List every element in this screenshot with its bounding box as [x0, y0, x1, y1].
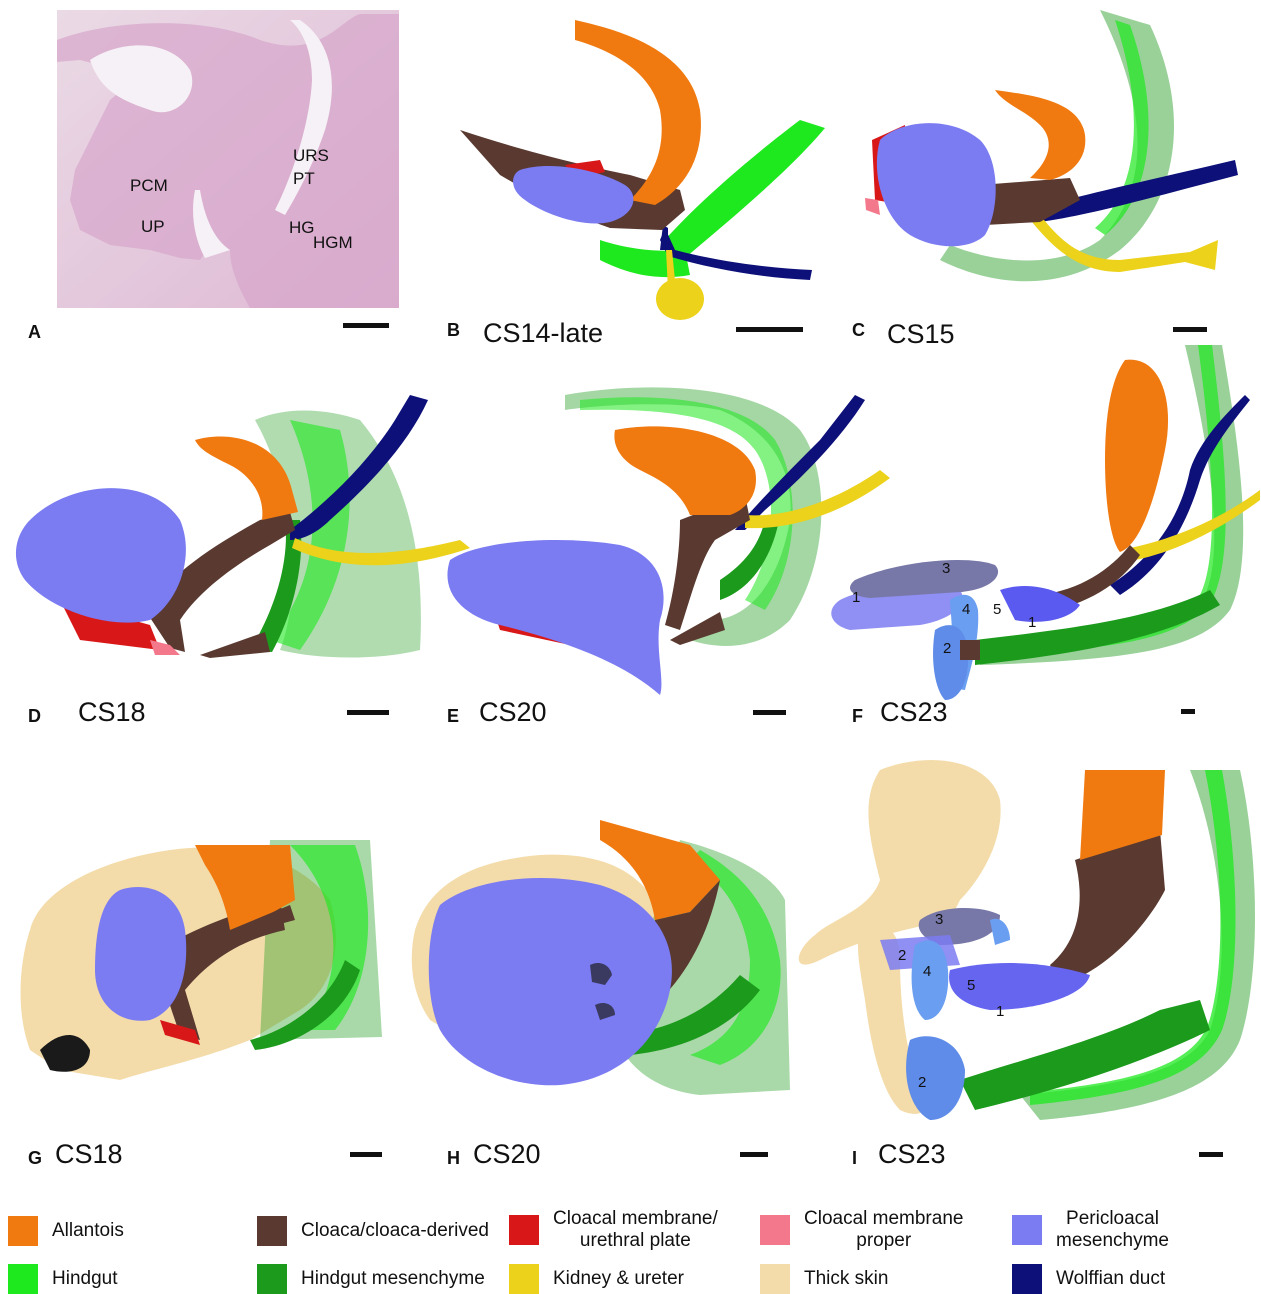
- panel-letter-g: G: [28, 1148, 42, 1168]
- scale-bar-a: [343, 323, 389, 328]
- legend-item-allantois: Allantois: [8, 1216, 124, 1246]
- stage-label-d: CS18: [78, 697, 146, 727]
- legend-label: Hindgut mesenchyme: [301, 1268, 485, 1290]
- mesenchyme-number-1-left: 1: [852, 589, 860, 606]
- panel-h-model: H CS20: [412, 820, 790, 1169]
- label-pcm: PCM: [130, 176, 168, 195]
- panel-letter-d: D: [28, 706, 41, 726]
- stage-label-i: CS23: [878, 1139, 946, 1169]
- stage-label-h: CS20: [473, 1139, 541, 1169]
- label-pt: PT: [293, 169, 315, 188]
- mesenchyme-number-4: 4: [962, 601, 970, 618]
- legend-swatch: [1012, 1264, 1042, 1294]
- stage-label-g: CS18: [55, 1139, 123, 1169]
- legend-label: Hindgut: [52, 1268, 118, 1290]
- mesenchyme-number-5-i: 5: [967, 977, 975, 994]
- legend-label: Kidney & ureter: [553, 1268, 684, 1290]
- legend-label: Thick skin: [804, 1268, 888, 1290]
- legend-label: Cloaca/cloaca-derived: [301, 1220, 489, 1242]
- scale-bar-f: [1181, 709, 1195, 714]
- legend-item-pericloacal-mesenchyme: Pericloacal mesenchyme: [1012, 1208, 1169, 1252]
- panel-g-model: G CS18: [21, 840, 382, 1169]
- panel-e-model: E CS20: [447, 387, 890, 727]
- legend-label: Cloacal membrane/ urethral plate: [553, 1208, 718, 1252]
- mesenchyme-number-2-top-i: 2: [898, 947, 906, 964]
- panel-letter-f: F: [852, 706, 863, 726]
- panel-letter-e: E: [447, 706, 459, 726]
- mesenchyme-number-2: 2: [943, 640, 951, 657]
- legend-swatch: [1012, 1215, 1042, 1245]
- stage-label-f: CS23: [880, 697, 948, 727]
- legend-item-kidney-ureter: Kidney & ureter: [509, 1264, 684, 1294]
- mesenchyme-number-3: 3: [942, 560, 950, 577]
- label-hg: HG: [289, 218, 315, 237]
- panel-letter-c: C: [852, 320, 865, 340]
- legend-swatch: [760, 1264, 790, 1294]
- stage-label-e: CS20: [479, 697, 547, 727]
- scale-bar-h: [740, 1152, 768, 1157]
- mesenchyme-number-5: 5: [993, 601, 1001, 618]
- panel-a-histology: PCM UP URS PT HG HGM A: [28, 10, 399, 342]
- legend-item-cloaca: Cloaca/cloaca-derived: [257, 1216, 489, 1246]
- label-hgm: HGM: [313, 233, 353, 252]
- panel-b-model: B CS14-late: [447, 20, 825, 348]
- legend-label: Wolffian duct: [1056, 1268, 1165, 1290]
- color-legend: Allantois Cloaca/cloaca-derived Cloacal …: [0, 1208, 1261, 1294]
- panel-c-model: C CS15: [852, 10, 1238, 349]
- scale-bar-d: [347, 710, 389, 715]
- legend-swatch: [8, 1264, 38, 1294]
- legend-item-cloacal-membrane-urethral-plate: Cloacal membrane/ urethral plate: [509, 1208, 718, 1252]
- panel-f-model: 1 3 4 5 1 2 F CS23: [831, 345, 1260, 727]
- mesenchyme-number-1-right: 1: [1028, 614, 1036, 631]
- panel-d-model: D CS18: [16, 395, 470, 727]
- scale-bar-i: [1199, 1152, 1223, 1157]
- mesenchyme-number-1-i: 1: [996, 1003, 1004, 1020]
- scale-bar-c: [1173, 327, 1207, 332]
- panel-letter-h: H: [447, 1148, 460, 1168]
- legend-item-thick-skin: Thick skin: [760, 1264, 888, 1294]
- mesenchyme-number-2-bottom-i: 2: [918, 1074, 926, 1091]
- panel-i-model: 3 2 4 5 1 2 I CS23: [799, 760, 1255, 1169]
- stage-label-c: CS15: [887, 319, 955, 349]
- mesenchyme-number-4-i: 4: [923, 963, 931, 980]
- legend-swatch: [760, 1215, 790, 1245]
- legend-swatch: [8, 1216, 38, 1246]
- legend-swatch: [257, 1264, 287, 1294]
- legend-swatch: [257, 1216, 287, 1246]
- legend-item-wolffian-duct: Wolffian duct: [1012, 1264, 1165, 1294]
- legend-label: Pericloacal mesenchyme: [1056, 1208, 1169, 1252]
- legend-item-cloacal-membrane-proper: Cloacal membrane proper: [760, 1208, 963, 1252]
- legend-swatch: [509, 1264, 539, 1294]
- legend-swatch: [509, 1215, 539, 1245]
- scale-bar-b: [736, 327, 803, 332]
- legend-item-hindgut-mesenchyme: Hindgut mesenchyme: [257, 1264, 485, 1294]
- mesenchyme-number-3-i: 3: [935, 911, 943, 928]
- scale-bar-e: [753, 710, 786, 715]
- legend-item-hindgut: Hindgut: [8, 1264, 118, 1294]
- stage-label-b: CS14-late: [483, 318, 603, 348]
- panel-letter-b: B: [447, 320, 460, 340]
- panel-letter-a: A: [28, 322, 41, 342]
- panel-letter-i: I: [852, 1148, 857, 1168]
- label-up: UP: [141, 217, 165, 236]
- scale-bar-g: [350, 1152, 382, 1157]
- legend-label: Allantois: [52, 1220, 124, 1242]
- label-urs: URS: [293, 146, 329, 165]
- legend-label: Cloacal membrane proper: [804, 1208, 963, 1252]
